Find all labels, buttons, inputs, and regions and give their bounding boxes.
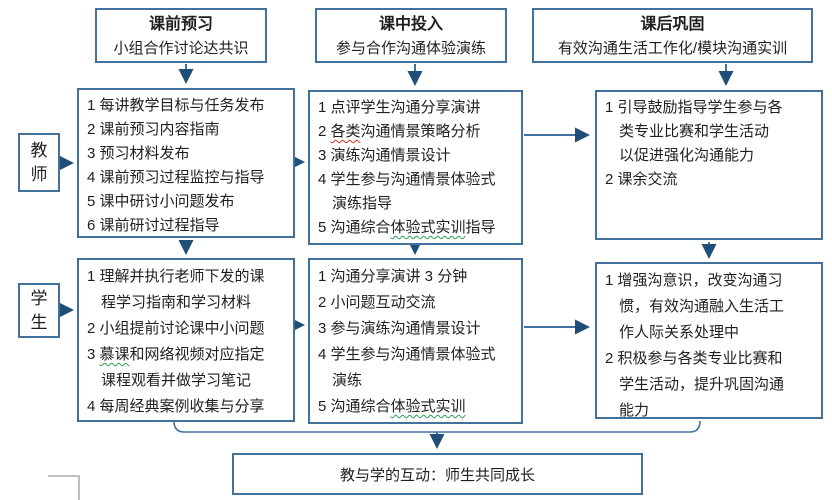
stage-box-in-class: 课中投入 参与合作沟通体验演练 — [315, 8, 507, 63]
text-line: 演练指导 — [318, 192, 515, 216]
row-label-student: 学 生 — [18, 283, 60, 338]
text-segment: 4 课前预习过程监控与指导 — [87, 169, 265, 186]
student-in-class-tasks: 1 沟通分享演讲 3 分钟 2 小问题互动交流 3 参与演练沟通情景设计 4 学生参与… — [308, 258, 523, 424]
text-segment: 1 理解并执行老师下发的课 — [87, 268, 265, 285]
text-line: 2 课余交流 — [605, 168, 815, 192]
text-line: 5 沟通综合体验式实训指导 — [318, 216, 515, 240]
text-line: 课程观看并做学习笔记 — [87, 368, 287, 394]
stage-subtitle-after-class: 有效沟通生活工作化/模块沟通实训 — [557, 40, 788, 57]
text-line: 能力 — [605, 398, 815, 424]
row-label-teacher: 教 师 — [18, 133, 60, 192]
text-segment: 学生活动，提升巩固沟通 — [619, 376, 785, 393]
text-segment: 1 点评学生沟通分享演讲 — [318, 99, 481, 116]
text-line: 1 沟通分享演讲 3 分钟 — [318, 264, 515, 290]
text-line: 4 每周经典案例收集与分享 — [87, 394, 287, 420]
text-segment: 3 参与演练沟通情景设计 — [318, 320, 481, 337]
text-segment: 演练 — [332, 372, 363, 389]
spellcheck-underline-red: 各类 — [330, 123, 361, 140]
stage-title-after-class: 课后巩固 — [640, 16, 705, 33]
text-segment: 作人际关系处理中 — [619, 324, 740, 341]
text-segment: 6 课前研讨过程指导 — [87, 217, 220, 234]
text-line: 6 课前研讨过程指导 — [87, 214, 287, 238]
summary-box: 教与学的互动：师生共同成长 — [232, 453, 643, 495]
spellcheck-underline-green: 慕课 — [99, 346, 130, 363]
teacher-in-class-tasks: 1 点评学生沟通分享演讲 2 各类沟通情景策略分析 3 演练沟通情景设计 4 学生参与… — [308, 90, 523, 245]
text-segment: 4 每周经典案例收集与分享 — [87, 398, 265, 415]
text-segment: 2 小组提前讨论课中小问题 — [87, 320, 265, 337]
text-line: 1 理解并执行老师下发的课 — [87, 264, 287, 290]
text-line: 程学习指南和学习材料 — [87, 290, 287, 316]
text-line: 5 课中研讨小问题发布 — [87, 190, 287, 214]
summary-text: 教与学的互动：师生共同成长 — [339, 466, 535, 484]
text-segment: 和网络视频对应指定 — [129, 346, 265, 363]
text-line: 作人际关系处理中 — [605, 320, 815, 346]
text-segment: 4 学生参与沟通情景体验式 — [318, 346, 496, 363]
text-segment: 沟通情景策略分析 — [360, 123, 481, 140]
text-line: 2 各类沟通情景策略分析 — [318, 120, 515, 144]
text-line: 1 增强沟意识，改变沟通习 — [605, 268, 815, 294]
text-line: 2 小组提前讨论课中小问题 — [87, 316, 287, 342]
text-line: 惯，有效沟通融入生活工 — [605, 294, 815, 320]
text-segment: 3 演练沟通情景设计 — [318, 147, 451, 164]
text-line: 4 学生参与沟通情景体验式 — [318, 342, 515, 368]
text-line: 2 小问题互动交流 — [318, 290, 515, 316]
text-line: 2 积极参与各类专业比赛和 — [605, 346, 815, 372]
text-line: 以促进强化沟通能力 — [605, 144, 815, 168]
text-line: 3 参与演练沟通情景设计 — [318, 316, 515, 342]
text-segment: 类专业比赛和学生活动 — [619, 123, 770, 140]
text-segment: 5 课中研讨小问题发布 — [87, 193, 235, 210]
text-line: 学生活动，提升巩固沟通 — [605, 372, 815, 398]
text-segment: 4 学生参与沟通情景体验式 — [318, 171, 496, 188]
text-line: 1 引导鼓励指导学生参与各 — [605, 96, 815, 120]
student-after-class-tasks: 1 增强沟意识，改变沟通习惯，有效沟通融入生活工作人际关系处理中 2 积极参与各类… — [595, 262, 823, 419]
text-segment: 2 — [318, 123, 331, 140]
stage-title-in-class: 课中投入 — [378, 16, 443, 33]
partial-box-fragment — [48, 475, 80, 500]
text-segment: 2 积极参与各类专业比赛和 — [605, 350, 783, 367]
text-segment: 2 课余交流 — [605, 171, 678, 188]
stage-subtitle-in-class: 参与合作沟通体验演练 — [335, 40, 486, 57]
text-segment: 能力 — [619, 402, 650, 419]
stage-box-pre-class: 课前预习 小组合作讨论达共识 — [95, 8, 267, 63]
text-segment: 惯，有效沟通融入生活工 — [619, 298, 785, 315]
text-segment: 程学习指南和学习材料 — [101, 294, 252, 311]
stage-title-pre-class: 课前预习 — [148, 16, 213, 33]
text-line: 1 点评学生沟通分享演讲 — [318, 96, 515, 120]
text-segment: 2 小问题互动交流 — [318, 294, 436, 311]
text-line: 1 每讲教学目标与任务发布 — [87, 94, 287, 118]
spellcheck-underline-green: 体验式实训 — [390, 219, 466, 236]
text-segment: 3 预习材料发布 — [87, 145, 190, 162]
text-line: 演练 — [318, 368, 515, 394]
text-segment: 课程观看并做学习笔记 — [101, 372, 252, 389]
student-pre-class-tasks: 1 理解并执行老师下发的课程学习指南和学习材料 2 小组提前讨论课中小问题 3 慕课… — [77, 258, 295, 422]
text-line: 3 慕课和网络视频对应指定 — [87, 342, 287, 368]
text-segment: 1 沟通分享演讲 3 分钟 — [318, 268, 468, 285]
text-segment: 以促进强化沟通能力 — [619, 147, 755, 164]
text-segment: 指导 — [465, 219, 496, 236]
teacher-pre-class-tasks: 1 每讲教学目标与任务发布 2 课前预习内容指南 3 预习材料发布 4 课前预习过程监… — [77, 88, 295, 238]
text-segment: 演练指导 — [332, 195, 393, 212]
text-line: 类专业比赛和学生活动 — [605, 120, 815, 144]
stage-subtitle-pre-class: 小组合作讨论达共识 — [113, 40, 249, 57]
text-segment: 1 引导鼓励指导学生参与各 — [605, 99, 783, 116]
text-segment: 5 沟通综合 — [318, 219, 391, 236]
text-segment: 1 增强沟意识，改变沟通习 — [605, 272, 783, 289]
text-line: 4 学生参与沟通情景体验式 — [318, 168, 515, 192]
spellcheck-underline-green: 体验式实训 — [390, 398, 466, 415]
stage-box-after-class: 课后巩固 有效沟通生活工作化/模块沟通实训 — [532, 8, 813, 63]
text-line: 3 演练沟通情景设计 — [318, 144, 515, 168]
text-segment: 5 沟通综合 — [318, 398, 391, 415]
text-segment: 3 — [87, 346, 100, 363]
text-segment: 1 每讲教学目标与任务发布 — [87, 97, 265, 114]
text-segment: 2 课前预习内容指南 — [87, 121, 220, 138]
teacher-after-class-tasks: 1 引导鼓励指导学生参与各类专业比赛和学生活动以促进强化沟通能力 2 课余交流 — [595, 90, 823, 240]
text-line: 3 预习材料发布 — [87, 142, 287, 166]
text-line: 2 课前预习内容指南 — [87, 118, 287, 142]
text-line: 5 沟通综合体验式实训 — [318, 394, 515, 420]
text-line: 4 课前预习过程监控与指导 — [87, 166, 287, 190]
